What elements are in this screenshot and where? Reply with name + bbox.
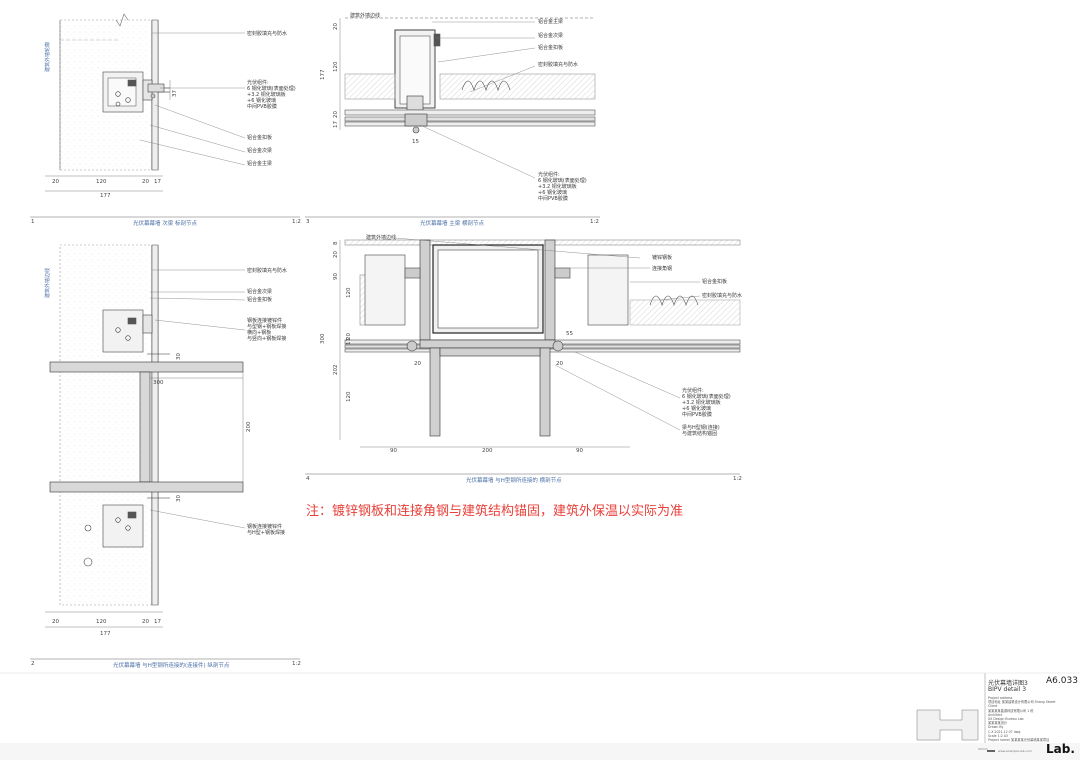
- d4-cap-label: 铝合金扣板: [702, 279, 728, 285]
- d2-dim: 20: [52, 619, 59, 625]
- d2-brick-label: 建筑外墙边线: [45, 267, 51, 298]
- d3-dim: 20: [333, 23, 339, 30]
- project-info: Project address 项目地址 某某建筑设计有限公司 Shang St…: [988, 696, 1056, 743]
- caption-title: 光伏幕幕墙 主梁 横剖节点: [420, 221, 484, 227]
- d2-dim: 200: [246, 421, 252, 433]
- d3-cap-label: 铝合金扣板: [538, 45, 564, 51]
- d2-steel-label: 钢板连接镀锌件 与型钢+钢板焊接 横向+钢板 与竖向+钢板焊接: [247, 318, 287, 342]
- caption-number: 4: [306, 476, 310, 482]
- d4-top-label: 建筑外墙边线: [366, 235, 397, 241]
- d2-dim: 17: [154, 619, 161, 625]
- d4-dim: 200: [482, 448, 493, 454]
- d4-dim: 90: [390, 448, 397, 454]
- d2-dim: 120: [96, 619, 107, 625]
- d3-transom-label: 铝合金次梁: [538, 33, 564, 39]
- d4-dim: 20: [346, 333, 352, 340]
- d4-dim: 120: [346, 391, 352, 403]
- caption-scale: 1:2: [733, 476, 742, 482]
- d1-transom-label: 铝合金次梁: [247, 148, 273, 154]
- caption-title: 光伏幕幕墙 与H型钢所连接的(连接件) 纵剖节点: [113, 663, 230, 669]
- caption-scale: 1:2: [292, 661, 301, 667]
- caption-lines: [30, 216, 740, 660]
- d4-angle-label: 连接角钢: [652, 266, 673, 272]
- d2-dim: 30: [176, 353, 182, 360]
- caption-scale: 1:2: [292, 219, 301, 225]
- d2-bottom-label: 钢板连接镀锌件 与H型+钢板焊接: [247, 524, 285, 536]
- d3-pv-label: 光伏组件: 6 钢化玻璃(表面处理) +3.2 铜化玻璃板 +6 钢化玻璃 中间…: [538, 172, 587, 202]
- d4-dim: 20: [333, 251, 339, 258]
- caption-title: 光伏幕幕墙 次梁 标剖节点: [133, 221, 197, 227]
- d2-sealant-label: 密封胶填充与防水: [247, 268, 288, 274]
- d1-cap-label: 铝合金扣板: [247, 135, 273, 141]
- caption-scale: 1:2: [590, 219, 599, 225]
- construction-note: 注：镀锌钢板和连接角钢与建筑结构锚固，建筑外保温以实际为准: [306, 504, 684, 519]
- website: www.example-lab.com: [998, 749, 1032, 753]
- d3-sealant-label: 密封胶填充与防水: [538, 62, 579, 68]
- d3-mullion-label: 铝合金主梁: [538, 19, 564, 25]
- d4-dim: 202: [333, 364, 339, 376]
- d3-dim: 20: [333, 111, 339, 118]
- d4-plate-label: 镀锌钢板: [652, 255, 673, 261]
- sheet-title-en: BIPV detail 3: [988, 686, 1027, 693]
- title-block-frame: [0, 672, 1080, 760]
- d4-dim: 20: [414, 361, 421, 367]
- d4-dim: 20: [556, 361, 563, 367]
- detail-1-transom-section: [45, 13, 246, 192]
- caption-number: 1: [31, 219, 35, 225]
- d1-dim: 177: [100, 193, 111, 199]
- d4-pv-label: 光伏组件: 6 钢化玻璃(表面处理) +3.2 铜化玻璃板 +6 钢化玻璃 中间…: [682, 388, 731, 418]
- d4-dim: 8: [333, 241, 339, 246]
- d3-dim: 120: [333, 61, 339, 73]
- d1-sealant-label: 密封胶填充与防水: [247, 31, 288, 37]
- d4-dim: 90: [576, 448, 583, 454]
- detail-4-h-beam-plan: [339, 237, 741, 448]
- d2-dim: 20: [142, 619, 149, 625]
- firm-logo: Lab.: [1046, 742, 1075, 756]
- d1-dim: 120: [96, 179, 107, 185]
- d1-pv-label: 光伏组件: 6 钢化玻璃(表面处理) +3.2 铜化玻璃板 +6 钢化玻璃 中间…: [247, 80, 296, 110]
- detail-2-h-beam-section: [45, 244, 246, 628]
- d4-dim: 55: [566, 331, 573, 337]
- d2-dim: 300: [153, 380, 164, 386]
- d2-dim: 30: [176, 495, 182, 502]
- d3-dim: 17: [333, 121, 339, 128]
- d4-anchor-label: 梁与H型钢(连接) 与建筑结构锚固: [682, 425, 720, 437]
- caption-title: 光伏幕幕墙 与H型钢所连接的 横剖节点: [466, 478, 562, 484]
- d1-dim: 20: [142, 179, 149, 185]
- d1-dim: 17: [154, 179, 161, 185]
- d1-brick-label: 建筑外墙轮廓: [45, 41, 51, 72]
- detail-3-mullion-section: [339, 17, 596, 179]
- d4-dim: 120: [346, 287, 352, 299]
- d3-top-label: 建筑外墙边线: [350, 13, 381, 19]
- sheet-number: A6.033: [1046, 676, 1078, 686]
- scale-bar-label: 20mm: [978, 747, 988, 751]
- d2-transom-label: 铝合金次梁: [247, 289, 273, 295]
- d2-dim: 177: [100, 631, 111, 637]
- caption-number: 2: [31, 661, 35, 667]
- d4-dim: 90: [333, 273, 339, 280]
- d2-cap-label: 铝合金扣板: [247, 297, 273, 303]
- sheet-title-cn: 光伏幕墙详图3: [988, 680, 1028, 687]
- d3-dim: 15: [412, 139, 419, 145]
- d3-dim: 177: [320, 69, 326, 81]
- d1-dim: 20: [52, 179, 59, 185]
- d4-dim: 300: [320, 333, 326, 345]
- caption-number: 3: [306, 219, 310, 225]
- d4-sealant-label: 密封胶填充与防水: [702, 293, 743, 299]
- d1-mullion-label: 铝合金主梁: [247, 161, 273, 167]
- d1-dim: 37: [172, 90, 178, 97]
